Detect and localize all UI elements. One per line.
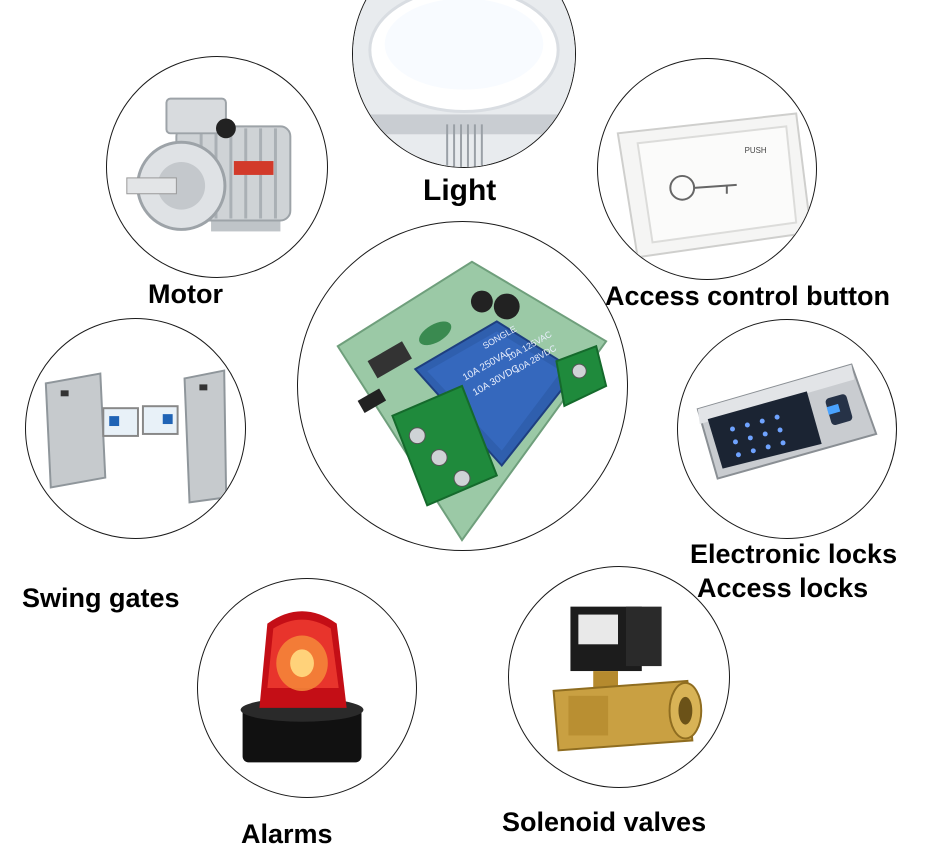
light-circle	[352, 0, 576, 168]
turnstile-swing-gate-image	[44, 369, 228, 504]
light-label: Light	[423, 174, 497, 207]
swing-gates-label: Swing gates	[22, 583, 180, 613]
red-alarm-beacon-image	[240, 611, 364, 763]
alarms-circle	[197, 578, 417, 798]
brass-solenoid-valve-image	[552, 606, 703, 752]
electric-motor-image	[126, 97, 292, 232]
relay-module-circle: 10A 250VAC 10A 30VDC 10A 125VAC 10A 28VD…	[297, 221, 628, 551]
electronic-locks-label: Electronic locks	[690, 539, 898, 569]
access-locks-label: Access locks	[697, 573, 869, 603]
solenoid-valves-label: Solenoid valves	[502, 807, 707, 837]
solenoid-valves-circle	[508, 566, 730, 788]
fingerprint-lock-image	[696, 363, 878, 480]
wireless-relay-module-image: 10A 250VAC 10A 30VDC 10A 125VAC 10A 28VD…	[336, 260, 608, 542]
motor-label: Motor	[148, 279, 223, 309]
alarms-label: Alarms	[241, 819, 333, 849]
access-button-circle: PUSH	[597, 58, 817, 280]
ceiling-light-image	[353, 0, 575, 167]
swing-gates-circle	[25, 318, 246, 539]
electronic-locks-circle	[677, 319, 897, 539]
push-text: PUSH	[745, 146, 767, 155]
motor-circle	[106, 56, 328, 278]
exit-push-button-image: PUSH	[616, 112, 813, 259]
access-button-label: Access control button	[605, 281, 891, 311]
